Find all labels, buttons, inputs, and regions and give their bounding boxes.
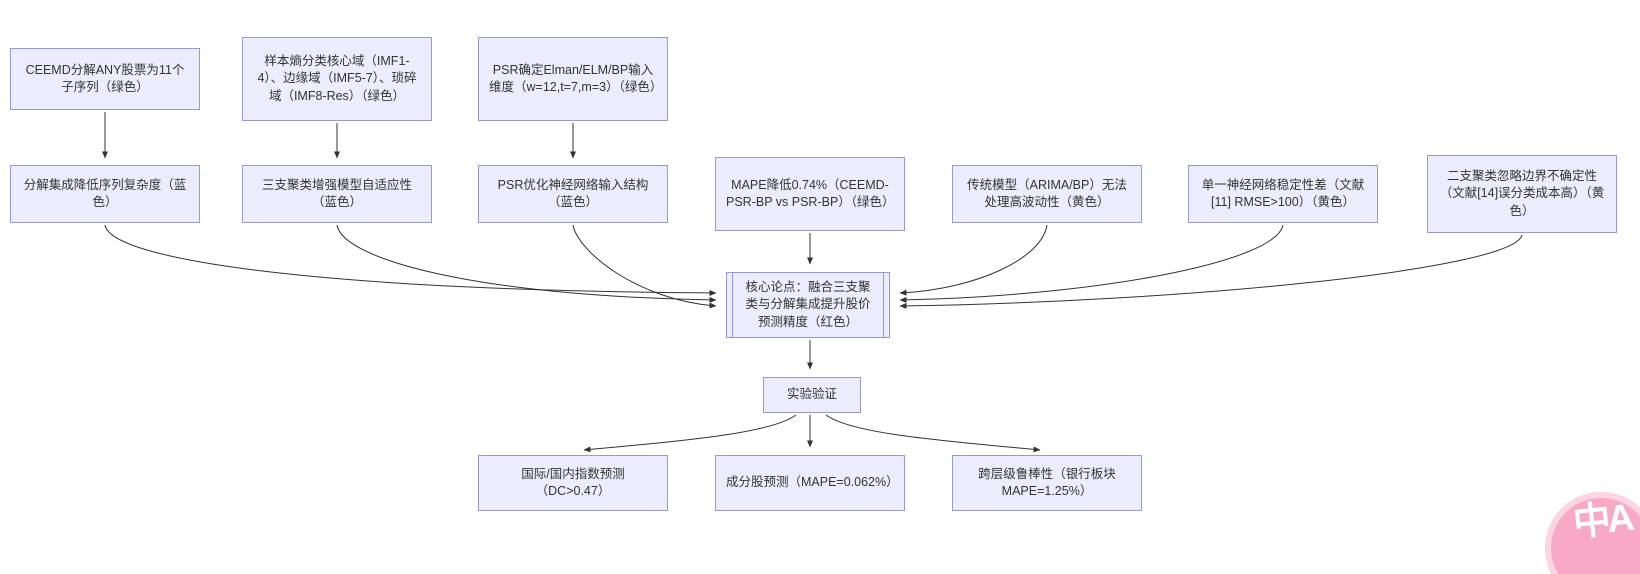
node-constituent-stock-result: 成分股预测（MAPE=0.062%） [715,455,905,511]
node-label: 成分股预测（MAPE=0.062%） [726,475,899,490]
node-psr-optimizes-input: PSR优化神经网络输入结构（蓝色） [478,165,668,223]
node-three-way-clustering-adaptivity: 三支聚类增强模型自适应性（蓝色） [242,165,432,223]
node-single-nn-instability: 单一神经网络稳定性差（文献[11] RMSE>100）（黄色） [1188,165,1378,223]
node-label: 实验验证 [786,387,837,402]
node-psr-input-dimension: PSR确定Elman/ELM/BP输入维度（w=12,t=7,m=3）（绿色） [478,37,668,121]
node-label: PSR优化神经网络输入结构（蓝色） [497,177,649,210]
edge-f-k [572,224,717,309]
node-label: 国际/国内指数预测（DC>0.47） [521,466,625,499]
node-label: 单一神经网络稳定性差（文献[11] RMSE>100）（黄色） [1201,177,1365,210]
edge-d-k [104,224,717,296]
node-traditional-model-limits: 传统模型（ARIMA/BP）无法处理高波动性（黄色） [952,165,1142,223]
edge-h-k [899,224,1048,296]
node-label: 分解集成降低序列复杂度（蓝色） [23,177,187,210]
edge-j-k [899,234,1523,309]
edge-l-m [583,414,797,453]
node-label: CEEMD分解ANY股票为11个子序列（绿色） [25,62,185,95]
node-core-thesis: 核心论点：融合三支聚类与分解集成提升股价预测精度（红色） [726,272,890,338]
edge-e-k [336,224,717,303]
node-sample-entropy-domains: 样本熵分类核心域（IMF1-4）、边缘域（IMF5-7）、琐碎域（IMF8-Re… [242,37,432,121]
node-label: 核心论点：融合三支聚类与分解集成提升股价预测精度（红色） [745,279,871,329]
node-label: 传统模型（ARIMA/BP）无法处理高波动性（黄色） [967,177,1127,210]
node-label: 二支聚类忽略边界不确定性（文献[14]误分类成本高）（黄色） [1439,168,1605,218]
node-index-prediction-result: 国际/国内指数预测（DC>0.47） [478,455,668,511]
node-label: 跨层级鲁棒性（银行板块 MAPE=1.25%） [978,466,1116,499]
node-experimental-validation: 实验验证 [763,377,861,413]
edge-l-o [825,414,1041,453]
node-robustness-result: 跨层级鲁棒性（银行板块 MAPE=1.25%） [952,455,1142,511]
node-label: PSR确定Elman/ELM/BP输入维度（w=12,t=7,m=3）（绿色） [489,62,663,95]
node-label: MAPE降低0.74%（CEEMD-PSR-BP vs PSR-BP）（绿色） [726,177,895,210]
node-ceemd-decompose: CEEMD分解ANY股票为11个子序列（绿色） [10,48,200,110]
pink-logo-text: 中A [1570,497,1633,545]
edge-i-k [899,224,1284,303]
node-label: 三支聚类增强模型自适应性（蓝色） [261,177,412,210]
node-label: 样本熵分类核心域（IMF1-4）、边缘域（IMF5-7）、琐碎域（IMF8-Re… [257,53,417,103]
node-decomposition-reduces-complexity: 分解集成降低序列复杂度（蓝色） [10,165,200,223]
node-two-way-clustering-limits: 二支聚类忽略边界不确定性（文献[14]误分类成本高）（黄色） [1427,155,1617,233]
node-mape-improvement: MAPE降低0.74%（CEEMD-PSR-BP vs PSR-BP）（绿色） [715,157,905,231]
